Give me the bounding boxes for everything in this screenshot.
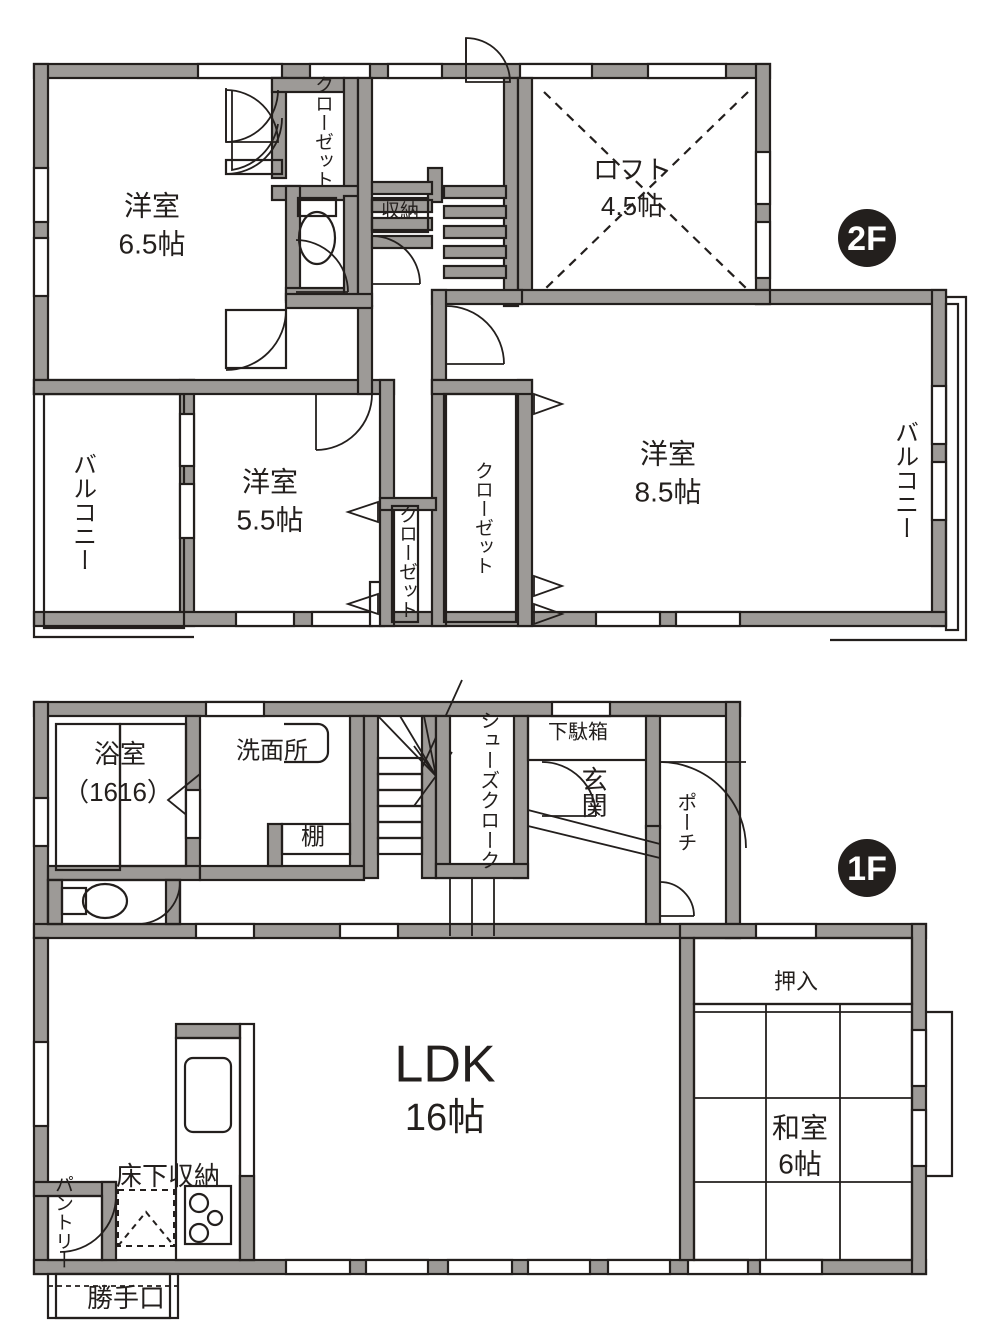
label-1f-ldk-name: LDK xyxy=(394,1036,495,1094)
doors-2f xyxy=(224,37,565,626)
washitsu-1f xyxy=(678,936,954,1262)
interior-walls-2f xyxy=(32,76,772,628)
label-1f-senmenjo: 洗面所 xyxy=(236,737,308,764)
label-2f-room65-name: 洋室 xyxy=(124,190,180,221)
genkan-1f xyxy=(526,714,747,926)
wall-2f-left-upper xyxy=(32,62,50,396)
floor-2f: 洋室 6.5帖 クローゼット 収納 ロフト 4.5帖 バルコニー バルコニー 洋… xyxy=(32,37,968,642)
label-1f-getabako: 下駄箱 xyxy=(548,720,608,743)
wall-2f-right-lower xyxy=(930,288,948,628)
label-1f-tana: 棚 xyxy=(301,823,325,850)
label-2f-loft-name: ロフト xyxy=(593,155,671,185)
label-2f-closet-mid: クローゼット xyxy=(472,461,493,575)
label-2f-closet-small: クローゼット xyxy=(396,505,417,619)
pantry-1f xyxy=(32,1180,180,1320)
label-2f-loft-size: 4.5帖 xyxy=(601,191,663,221)
label-1f-ldk-size: 16帖 xyxy=(405,1097,485,1139)
label-1f-katteguchi: 勝手口 xyxy=(87,1283,165,1313)
label-2f-room85-name: 洋室 xyxy=(640,438,696,469)
label-2f-shuno: 収納 xyxy=(381,200,419,222)
balcony-left-outline xyxy=(32,387,194,639)
label-1f-genkan: 玄関 xyxy=(578,766,608,818)
label-2f-room85-size: 8.5帖 xyxy=(635,476,702,507)
windows-1f xyxy=(32,700,928,1276)
wall-1f-right-upper xyxy=(724,700,742,940)
label-2f-balcony-left: バルコニー xyxy=(69,452,96,572)
balcony-left-inner xyxy=(42,392,186,630)
badge-2f-text: 2F xyxy=(847,220,887,258)
toilet-icon-2f xyxy=(296,196,338,266)
wall-2f-step-top xyxy=(754,288,948,306)
shoes-cloak-1f xyxy=(434,714,530,936)
label-1f-washitsu-size: 6帖 xyxy=(778,1148,822,1179)
wall-2f-bottom xyxy=(32,610,948,628)
badge-1f-text: 1F xyxy=(847,850,887,888)
wet-area-1f xyxy=(46,714,366,926)
label-1f-oshiire: 押入 xyxy=(774,969,818,994)
windows-2f xyxy=(32,62,948,628)
balcony-right-outline xyxy=(830,295,968,642)
label-2f-room55-size: 5.5帖 xyxy=(237,504,304,535)
stairs-1f xyxy=(362,679,463,880)
label-1f-bath-name: 浴室 xyxy=(94,739,146,769)
badge-1f: 1F xyxy=(838,839,896,897)
label-1f-porch: ポーチ xyxy=(674,792,696,852)
balcony-right-inner xyxy=(944,302,960,632)
label-1f-bath-size: （1616） xyxy=(63,777,173,807)
label-2f-room55-name: 洋室 xyxy=(242,466,298,497)
floor-1f: 浴室 （1616） 洗面所 棚 シューズクローク 下駄箱 玄関 ポーチ LDK … xyxy=(32,679,954,1320)
badge-2f: 2F xyxy=(838,209,896,267)
label-1f-yukashita: 床下収納 xyxy=(116,1161,220,1191)
label-1f-pantry: パントリー xyxy=(52,1175,73,1270)
label-1f-washitsu-name: 和室 xyxy=(772,1112,828,1143)
wall-1f-top xyxy=(32,700,742,718)
label-2f-closet-top: クローゼット xyxy=(312,75,333,189)
wall-1f-right-lower xyxy=(910,922,928,1276)
kitchen-1f xyxy=(174,1022,256,1262)
label-1f-shoes-cloak: シューズクローク xyxy=(477,710,499,870)
label-2f-balcony-right: バルコニー xyxy=(891,420,918,540)
label-2f-room65-size: 6.5帖 xyxy=(119,228,186,259)
